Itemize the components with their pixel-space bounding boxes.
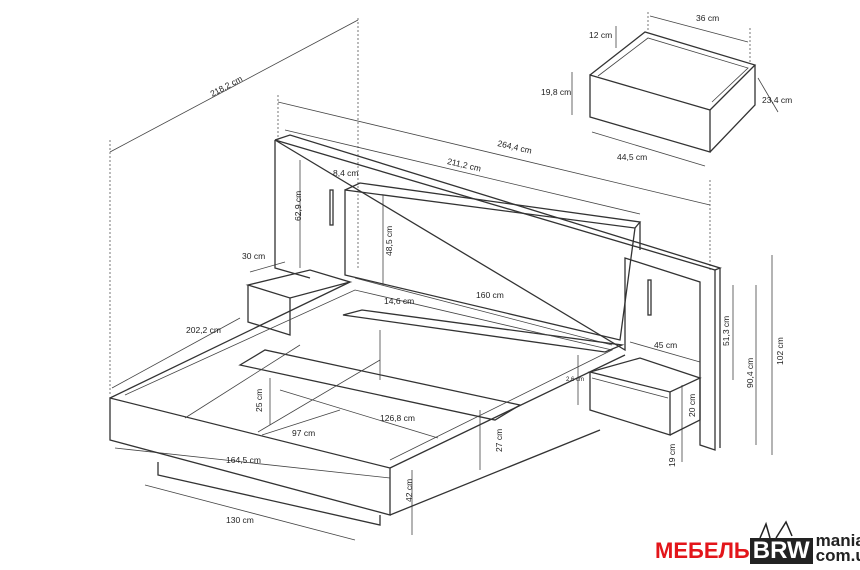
dim-headboard-height: 48,5 cm <box>384 226 394 256</box>
dim-headboard-offset: 8,4 cm <box>333 168 359 178</box>
dim-shelf-offset: 14,6 cm <box>384 296 414 306</box>
dim-nightstand-depth: 30 cm <box>242 251 265 261</box>
dim-overall-width: 264,4 cm <box>497 138 533 156</box>
dim-frame-width: 164,5 cm <box>226 455 261 465</box>
dim-overall-length: 218,2 cm <box>208 73 244 98</box>
dim-inner-width: 97 cm <box>292 428 315 438</box>
dim-slat-height: 25 cm <box>254 389 264 412</box>
dim-frame-length: 202,2 cm <box>186 325 221 335</box>
dim-slat-length: 126,8 cm <box>380 413 415 423</box>
logo-domain-line1: mania. <box>815 531 860 550</box>
drawer-front-width: 44,5 cm <box>617 152 647 162</box>
logo-text-mebel: МЕБЕЛЬ <box>655 538 750 563</box>
dim-back-panel-height: 62,9 cm <box>293 191 303 221</box>
bed-drawing <box>109 134 722 526</box>
dim-total-height: 102 cm <box>775 337 785 365</box>
dim-base-width: 130 cm <box>226 515 254 525</box>
drawer-width: 36 cm <box>696 13 719 23</box>
logo-domain-line2: com.ua <box>815 546 860 565</box>
dim-panel-upper: 51,3 cm <box>721 316 731 346</box>
drawer-front-height: 19,8 cm <box>541 87 571 97</box>
logo-brw-label: BRW <box>752 537 810 564</box>
dim-frame-height: 27 cm <box>494 429 504 452</box>
dim-nightstand-top: 2,6 cm <box>566 377 584 383</box>
dimension-lines <box>109 18 773 541</box>
dim-headboard-width: 211,2 cm <box>446 156 482 173</box>
drawer-drawing <box>571 12 779 167</box>
dim-mattress-width: 160 cm <box>476 290 504 300</box>
dim-bed-height: 42 cm <box>404 479 414 502</box>
dim-nightstand-height: 20 cm <box>687 394 697 417</box>
drawer-side-height: 12 cm <box>589 30 612 40</box>
dim-panel-mid: 90,4 cm <box>745 358 755 388</box>
chair-icon <box>759 520 793 539</box>
drawer-depth: 23,4 cm <box>762 95 792 105</box>
logo-text-brw: BRW <box>749 520 813 564</box>
logo-domain: mania. com.ua <box>815 531 860 565</box>
brand-logo: МЕБЕЛЬ BRW mania. com.ua <box>655 518 860 566</box>
dim-nightstand-width: 45 cm <box>654 340 677 350</box>
dim-nightstand-clearance: 19 cm <box>667 444 677 467</box>
